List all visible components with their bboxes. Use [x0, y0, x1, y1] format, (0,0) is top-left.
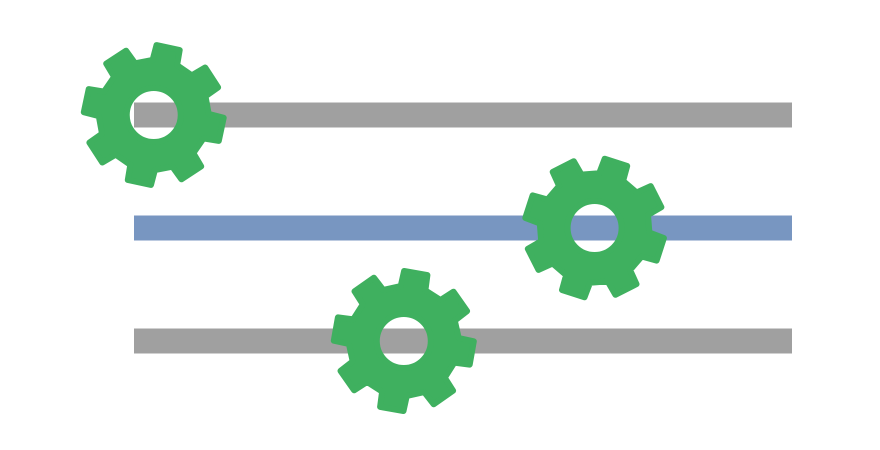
slider-middle[interactable]: [134, 155, 792, 301]
slider-bottom[interactable]: [134, 268, 792, 414]
slider-track[interactable]: [134, 215, 792, 241]
slider-track[interactable]: [134, 102, 792, 128]
slider-top[interactable]: [80, 42, 792, 188]
gear-icon[interactable]: [80, 42, 227, 188]
gear-icon[interactable]: [330, 268, 477, 414]
gear-icon[interactable]: [522, 155, 667, 301]
